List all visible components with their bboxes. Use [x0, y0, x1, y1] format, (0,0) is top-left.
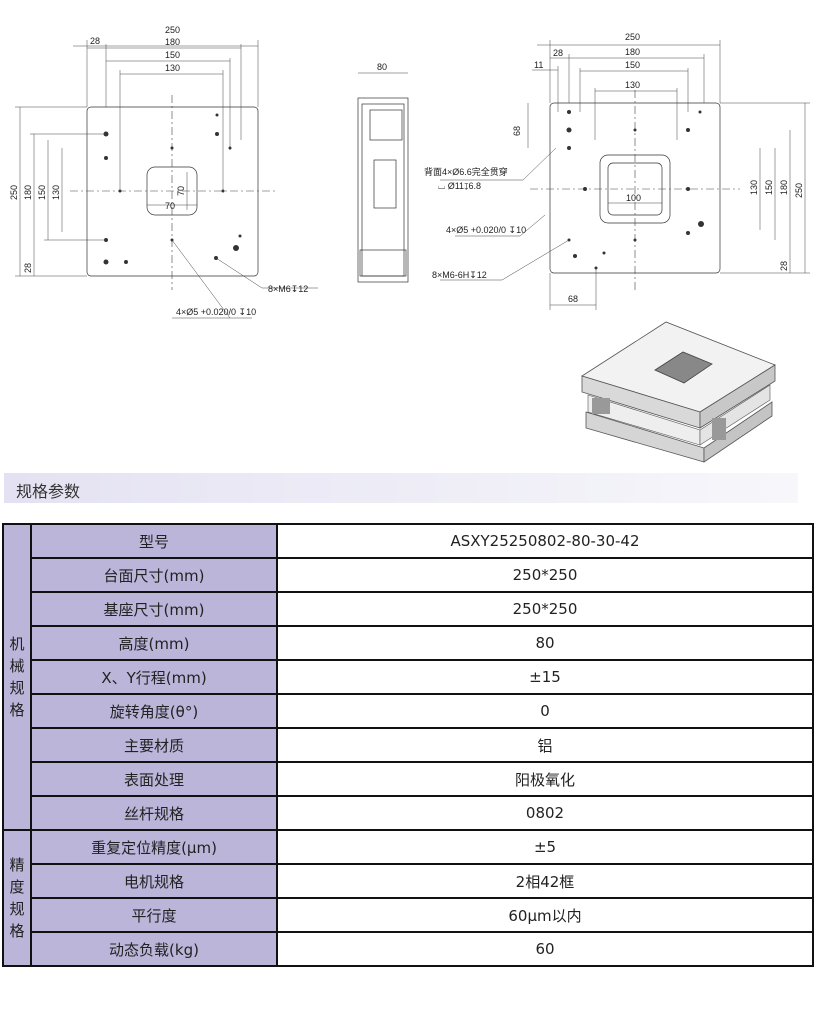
spec-name: 旋转角度(θ°): [30, 693, 278, 729]
spec-name: 表面处理: [30, 761, 278, 797]
dim-label: 250: [625, 32, 640, 42]
front-view-drawing: 250 28 180 150 130 250 180 150 130 28 70…: [9, 25, 318, 319]
spec-name: 基座尺寸(mm): [30, 591, 278, 627]
table-row: 旋转角度(θ°)0: [3, 693, 814, 729]
spec-name: 型号: [30, 523, 278, 559]
spec-value: ±15: [276, 659, 814, 695]
spec-value: 60μm以内: [276, 897, 814, 933]
group-cell: 机械规格: [2, 523, 32, 831]
dim-label: 130: [625, 80, 640, 90]
dim-label: 130: [165, 63, 180, 73]
isometric-stage-render: [581, 321, 776, 463]
dim-label: 130: [51, 185, 61, 200]
spec-value: ±5: [276, 829, 814, 865]
spec-name: 丝杆规格: [30, 795, 278, 831]
spec-value: 0802: [276, 795, 814, 831]
dim-label: 70: [176, 186, 186, 196]
spec-name: X、Y行程(mm): [30, 659, 278, 695]
dim-label: 80: [377, 62, 387, 72]
dim-label: 150: [37, 185, 47, 200]
spec-value: 60: [276, 931, 814, 967]
dim-label: 28: [553, 48, 563, 58]
group-cell: 精度规格: [2, 829, 32, 967]
dim-label: 180: [625, 47, 640, 57]
table-row: 高度(mm)80: [3, 625, 814, 661]
dim-label: 130: [749, 180, 759, 195]
spec-name: 重复定位精度(μm): [30, 829, 278, 865]
table-row: 精度规格重复定位精度(μm)±5: [2, 829, 814, 967]
dim-label: 28: [23, 263, 33, 273]
spec-name: 主要材质: [30, 727, 278, 763]
dim-label: 150: [625, 60, 640, 70]
table-row: 动态负载(kg)60: [3, 931, 814, 967]
spec-name: 平行度: [30, 897, 278, 933]
section-title: 规格参数: [16, 482, 81, 501]
callout-label: ⌴ Ø11↧6.8: [438, 181, 481, 191]
callout-label: 8×M6-6H↧12: [432, 270, 487, 280]
spec-value: 0: [276, 693, 814, 729]
dim-label: 28: [90, 36, 100, 46]
callout-label: 4×Ø5 +0.020/0 ↧10: [446, 225, 526, 235]
dim-label: 250: [794, 183, 804, 198]
spec-value: 铝: [276, 727, 814, 763]
section-header: 规格参数: [4, 473, 798, 503]
spec-value: ASXY25250802-80-30-42: [276, 523, 814, 559]
dim-label: 180: [779, 180, 789, 195]
technical-drawings: 250 28 180 150 130 250 180 150 130 28 70…: [9, 25, 810, 463]
spec-name: 台面尺寸(mm): [30, 557, 278, 593]
spec-value: 阳极氧化: [276, 761, 814, 797]
spec-name: 动态负载(kg): [30, 931, 278, 967]
callout-label: 4×Ø5 +0.020/0 ↧10: [176, 307, 256, 317]
spec-value: 250*250: [276, 557, 814, 593]
dim-label: 100: [626, 193, 641, 203]
spec-value: 80: [276, 625, 814, 661]
table-row: 台面尺寸(mm)250*250: [3, 557, 814, 593]
table-row: 表面处理阳极氧化: [3, 761, 814, 797]
dim-label: 70: [165, 201, 175, 211]
dim-label: 68: [568, 294, 578, 304]
dim-label: 11: [534, 60, 543, 70]
dim-label: 28: [779, 261, 789, 271]
dim-label: 150: [764, 180, 774, 195]
spec-value: 250*250: [276, 591, 814, 627]
table-row: 基座尺寸(mm)250*250: [3, 591, 814, 627]
dim-label: 180: [23, 185, 33, 200]
dim-label: 150: [165, 50, 180, 60]
spec-name: 高度(mm): [30, 625, 278, 661]
callout-label: 8×M6↧12: [268, 284, 308, 294]
back-view-drawing: 250 28 11 180 150 130 130 150 180 250 28…: [424, 32, 810, 310]
dim-label: 250: [165, 25, 180, 35]
side-view-drawing: 80: [357, 62, 409, 283]
spec-value: 2相42框: [276, 863, 814, 899]
group-label: 精度规格: [9, 856, 25, 940]
spec-name: 电机规格: [30, 863, 278, 899]
dim-label: 68: [512, 126, 522, 136]
dim-label: 180: [165, 37, 180, 47]
table-row: X、Y行程(mm)±15: [3, 659, 814, 695]
dim-label: 250: [9, 185, 19, 200]
callout-label: 背面4×Ø6.6完全贯穿: [424, 166, 508, 177]
group-label: 机械规格: [9, 635, 25, 719]
table-row: 主要材质铝: [3, 727, 814, 763]
